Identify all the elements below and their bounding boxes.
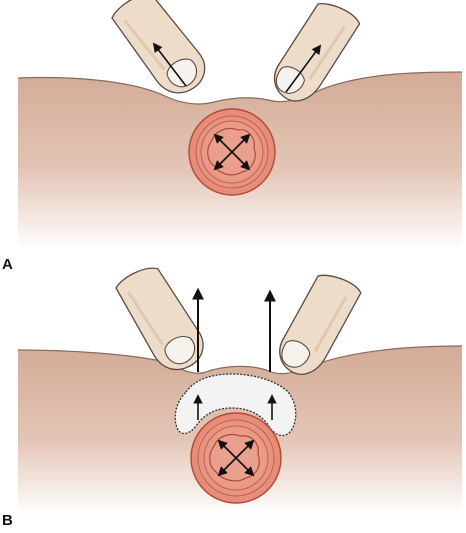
panel-label-a: A [2,256,13,273]
panel-a [17,0,463,250]
vessel-ring-b [197,419,275,497]
force-arrow-icon [213,133,233,153]
force-arrow-icon [217,439,237,459]
force-arrow-icon [217,457,237,477]
blood-vessel-icon [188,108,276,196]
skin-outline-a [17,71,463,105]
force-arrow-icon [231,133,251,153]
panel-label-b: B [2,512,13,529]
blood-vessel-icon [190,412,282,504]
force-arrow-icon [213,151,233,171]
vessel-ring-a2 [200,120,264,184]
force-arrow-icon [235,439,255,459]
force-arrow-icon [235,457,255,477]
panel-b [17,267,463,515]
vessel-ring-b2 [203,425,269,491]
finger-icon [279,274,362,375]
finger-icon [115,267,204,371]
force-arrow-icon [152,42,187,87]
adhesive-layer-icon [174,373,297,437]
force-arrow-icon [285,44,322,93]
skin-outline-b [17,345,463,375]
vessel-ring-a [195,115,269,189]
force-arrow-icon [231,151,251,171]
